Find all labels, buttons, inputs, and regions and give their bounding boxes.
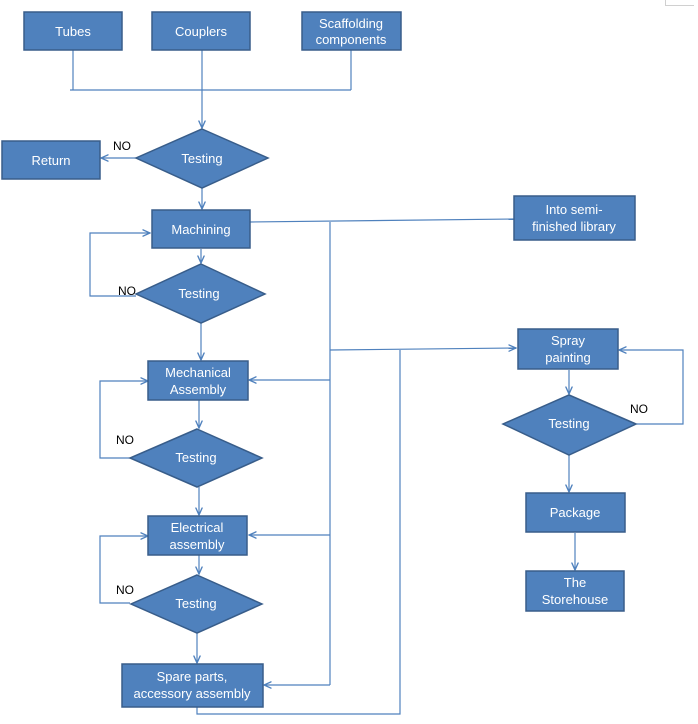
node-machining[interactable]: Machining <box>151 209 251 249</box>
no-label-electrical-loop: NO <box>116 583 134 597</box>
node-semi-finished-label-1: Into semi- <box>545 202 602 217</box>
node-couplers[interactable]: Couplers <box>151 11 251 51</box>
node-semi-finished-library[interactable]: Into semi- finished library <box>513 195 636 241</box>
node-testing-2[interactable]: Testing <box>134 263 267 324</box>
node-scaffolding-label-1: Scaffolding <box>319 16 383 31</box>
node-testing-2-label: Testing <box>178 286 219 301</box>
node-electrical-assembly-label-2: assembly <box>170 537 225 552</box>
node-testing-1-label: Testing <box>181 151 222 166</box>
node-testing-5-label: Testing <box>548 416 589 431</box>
node-electrical-assembly[interactable]: Electrical assembly <box>147 515 248 556</box>
node-couplers-label: Couplers <box>175 24 228 39</box>
node-spare-parts-accessory-assembly[interactable]: Spare parts, accessory assembly <box>121 663 264 708</box>
no-label-return: NO <box>113 139 131 153</box>
node-package-label: Package <box>550 505 601 520</box>
no-label-spray-loop: NO <box>630 402 648 416</box>
connector-testing3-loop <box>99 381 148 459</box>
node-tubes[interactable]: Tubes <box>23 11 123 51</box>
node-semi-finished-label-2: finished library <box>532 219 616 234</box>
corner-mark <box>665 0 694 6</box>
node-mechanical-assembly[interactable]: Mechanical Assembly <box>147 360 249 401</box>
node-mechanical-assembly-label-2: Assembly <box>170 382 227 397</box>
node-testing-4[interactable]: Testing <box>129 574 264 634</box>
connector-testing2-loop <box>89 233 150 297</box>
node-spray-painting-label-1: Spray <box>551 333 585 348</box>
node-electrical-assembly-label-1: Electrical <box>171 520 224 535</box>
node-tubes-label: Tubes <box>55 24 91 39</box>
node-testing-3[interactable]: Testing <box>128 428 264 488</box>
connector-bus-to-spray <box>329 348 516 350</box>
node-storehouse-label-2: Storehouse <box>542 592 609 607</box>
node-spray-painting-label-2: painting <box>545 350 591 365</box>
node-storehouse-label-1: The <box>564 575 586 590</box>
node-package[interactable]: Package <box>525 492 626 533</box>
connector-testing4-loop <box>99 536 148 604</box>
node-return[interactable]: Return <box>1 140 101 180</box>
connector-spare-to-bus2 <box>196 350 401 715</box>
connectors <box>70 50 684 715</box>
node-spare-parts-label-2: accessory assembly <box>133 686 251 701</box>
node-return-label: Return <box>31 153 70 168</box>
node-testing-3-label: Testing <box>175 450 216 465</box>
node-scaffolding-label-2: components <box>316 32 387 47</box>
no-label-mechanical-loop: NO <box>116 433 134 447</box>
node-spray-painting[interactable]: Spray painting <box>517 328 619 370</box>
connector-machining-to-semifinished <box>249 218 515 223</box>
node-machining-label: Machining <box>171 222 230 237</box>
node-mechanical-assembly-label-1: Mechanical <box>165 365 231 380</box>
node-spare-parts-label-1: Spare parts, <box>157 669 228 684</box>
connector-testing5-loop <box>619 350 684 425</box>
no-label-machining-loop: NO <box>118 284 136 298</box>
node-testing-4-label: Testing <box>175 596 216 611</box>
node-testing-5[interactable]: Testing <box>501 394 638 456</box>
node-scaffolding[interactable]: Scaffolding components <box>301 11 402 51</box>
node-testing-1[interactable]: Testing <box>134 128 270 189</box>
node-storehouse[interactable]: The Storehouse <box>525 570 625 612</box>
